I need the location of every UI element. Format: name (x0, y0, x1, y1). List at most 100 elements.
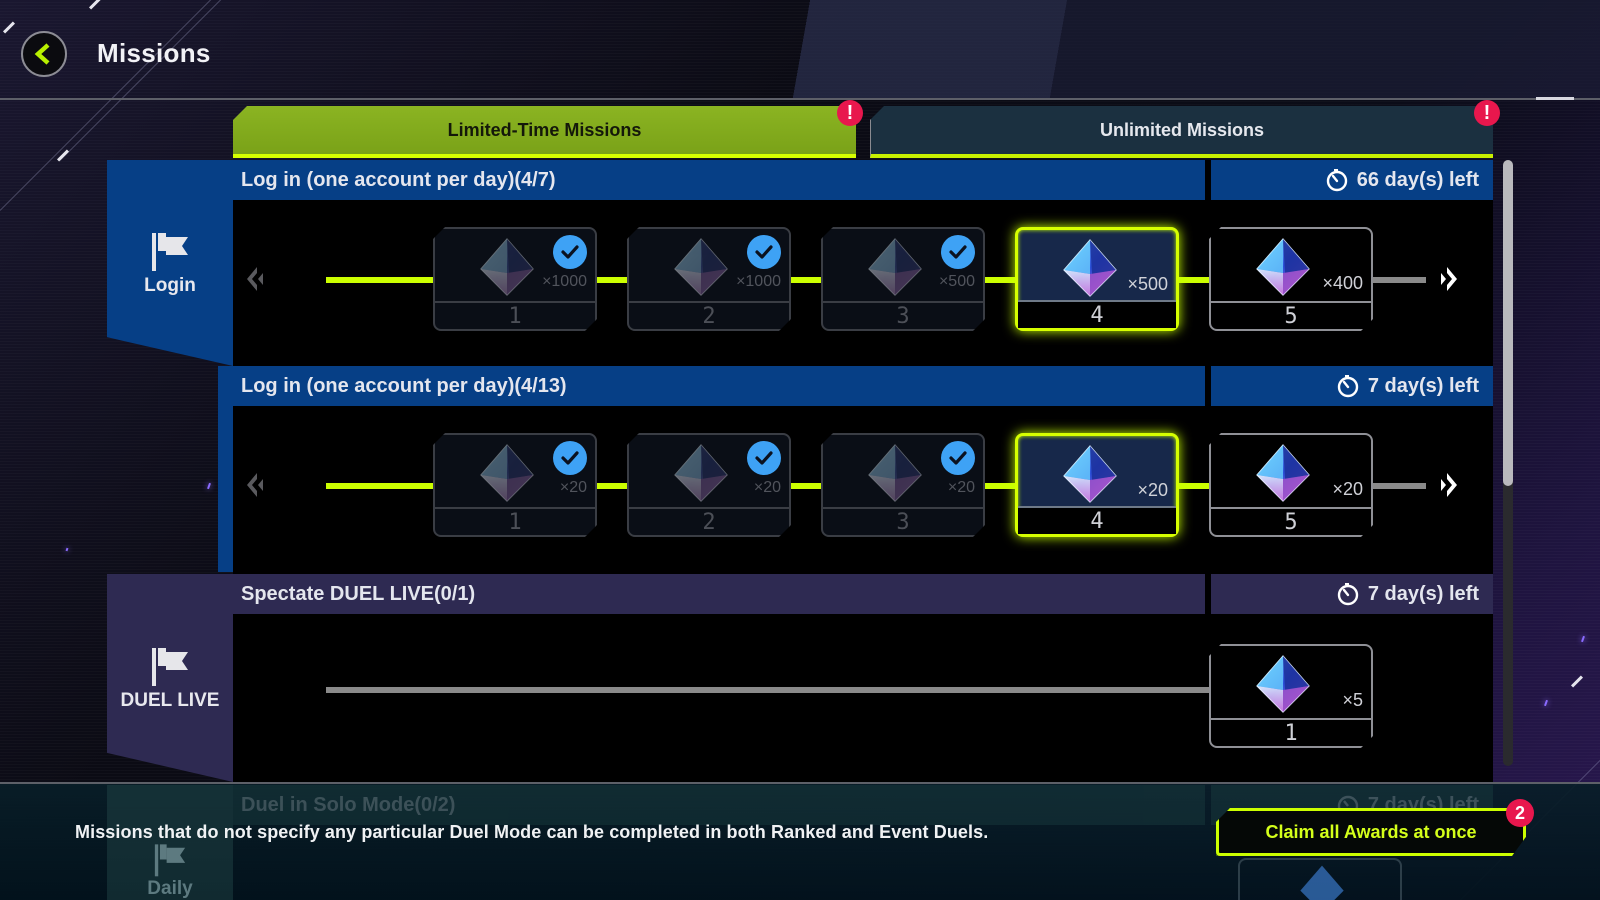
progress-track-remaining (326, 687, 1226, 693)
time-left-text: 66 day(s) left (1356, 168, 1479, 191)
mission-title: Spectate DUEL LIVE(0/1) (233, 574, 1205, 614)
scrollbar-thumb[interactable] (1503, 160, 1513, 486)
category-login-rail (218, 366, 233, 572)
crystal-gem-icon (867, 443, 923, 503)
back-button[interactable] (21, 31, 67, 77)
flag-icon (152, 648, 188, 686)
crystal-gem-icon (479, 443, 535, 503)
reward-step-number: 3 (823, 301, 983, 329)
reward-quantity: ×20 (559, 479, 587, 496)
reward-quantity: ×20 (1137, 480, 1168, 500)
time-left-text: 7 day(s) left (1367, 374, 1479, 397)
next-arrow[interactable] (1439, 265, 1461, 293)
checkmark-icon (941, 441, 975, 475)
crystal-gem-icon (1062, 444, 1118, 504)
time-left-text: 7 day(s) left (1367, 582, 1479, 605)
reward-step-number: 1 (435, 301, 595, 329)
reward-content: ×20 (823, 435, 983, 509)
flag-icon (154, 844, 186, 877)
reward-quantity: ×5 (1342, 690, 1363, 710)
reward-content: ×20 (1018, 436, 1176, 510)
reward-content: ×20 (435, 435, 595, 509)
crystal-gem-icon (479, 237, 535, 297)
crystal-gem-icon (673, 443, 729, 503)
reward-step-number: 1 (435, 507, 595, 535)
timer-icon (1337, 375, 1359, 398)
header-divider (0, 98, 1600, 100)
next-arrow[interactable] (1439, 471, 1461, 499)
category-duel-live[interactable]: DUEL LIVE (107, 574, 233, 782)
reward-card-claimed[interactable]: ×1000 1 (433, 227, 597, 331)
tab-alert-badge: ! (837, 100, 863, 126)
reward-quantity: ×400 (1322, 273, 1363, 293)
category-label: Login (144, 275, 196, 296)
reward-content: ×5 (1211, 646, 1371, 720)
flag-icon (152, 233, 188, 271)
reward-step-number: 2 (629, 507, 789, 535)
timer-icon (1337, 583, 1359, 606)
reward-quantity: ×1000 (542, 273, 587, 290)
crystal-gem-icon (1062, 238, 1118, 298)
reward-step-number: 3 (823, 507, 983, 535)
tab-label: Unlimited Missions (1099, 119, 1265, 140)
background-shard (700, 0, 1600, 100)
duel-mode-notice: Missions that do not specify any particu… (75, 822, 989, 842)
double-chevron-right-icon (1441, 473, 1457, 497)
reward-card-partial (1238, 858, 1402, 900)
reward-step-number: 4 (1018, 300, 1176, 328)
reward-content: ×1000 (629, 229, 789, 303)
tab-limited-time-missions[interactable]: Limited-Time Missions (233, 106, 856, 158)
checkmark-icon (747, 235, 781, 269)
reward-quantity: ×20 (753, 479, 781, 496)
double-chevron-left-icon (247, 267, 263, 291)
tab-alert-badge: ! (1474, 100, 1500, 126)
reward-content: ×400 (1211, 229, 1371, 303)
reward-content: ×500 (823, 229, 983, 303)
reward-content: ×20 (629, 435, 789, 509)
crystal-gem-icon (1255, 443, 1311, 503)
mission-time-left: 7 day(s) left (1211, 574, 1493, 614)
mission-item: Log in (one account per day)(4/7) 66 day… (233, 160, 1493, 366)
reward-step-number: 4 (1018, 506, 1176, 534)
chevron-left-icon (34, 43, 50, 65)
reward-quantity: ×20 (1332, 479, 1363, 499)
tab-unlimited-missions[interactable]: Unlimited Missions (870, 106, 1493, 158)
mission-time-left: 7 day(s) left (1211, 366, 1493, 406)
reward-card-claimed[interactable]: ×20 1 (433, 433, 597, 537)
reward-content: ×1000 (435, 229, 595, 303)
scrollbar[interactable] (1503, 160, 1513, 766)
category-label: Daily (147, 878, 193, 899)
crystal-gem-icon (1255, 237, 1311, 297)
prev-arrow[interactable] (243, 265, 265, 293)
reward-content: ×500 (1018, 230, 1176, 304)
category-label: DUEL LIVE (120, 690, 220, 711)
reward-card-claimed[interactable]: ×20 2 (627, 433, 791, 537)
checkmark-icon (747, 441, 781, 475)
mission-title: Duel in Solo Mode(0/2) (233, 785, 1205, 825)
category-login[interactable]: Login (107, 160, 233, 366)
mission-title: Log in (one account per day)(4/7) (233, 160, 1205, 200)
crystal-gem-icon (1300, 865, 1344, 900)
tab-label: Limited-Time Missions (447, 119, 642, 140)
claim-all-button[interactable]: Claim all Awards at once (1216, 808, 1526, 856)
reward-step-number: 5 (1211, 507, 1371, 535)
page-title: Missions (97, 38, 211, 68)
claim-count-badge: 2 (1506, 799, 1534, 827)
prev-arrow[interactable] (243, 471, 265, 499)
category-daily[interactable]: Daily (107, 785, 233, 900)
double-chevron-left-icon (247, 473, 263, 497)
reward-card-locked[interactable]: ×400 5 (1209, 227, 1373, 331)
crystal-gem-icon (867, 237, 923, 297)
crystal-gem-icon (1255, 654, 1311, 714)
double-chevron-right-icon (1441, 267, 1457, 291)
mission-time-left: 66 day(s) left (1211, 160, 1493, 200)
reward-step-number: 1 (1211, 718, 1371, 746)
reward-step-number: 5 (1211, 301, 1371, 329)
